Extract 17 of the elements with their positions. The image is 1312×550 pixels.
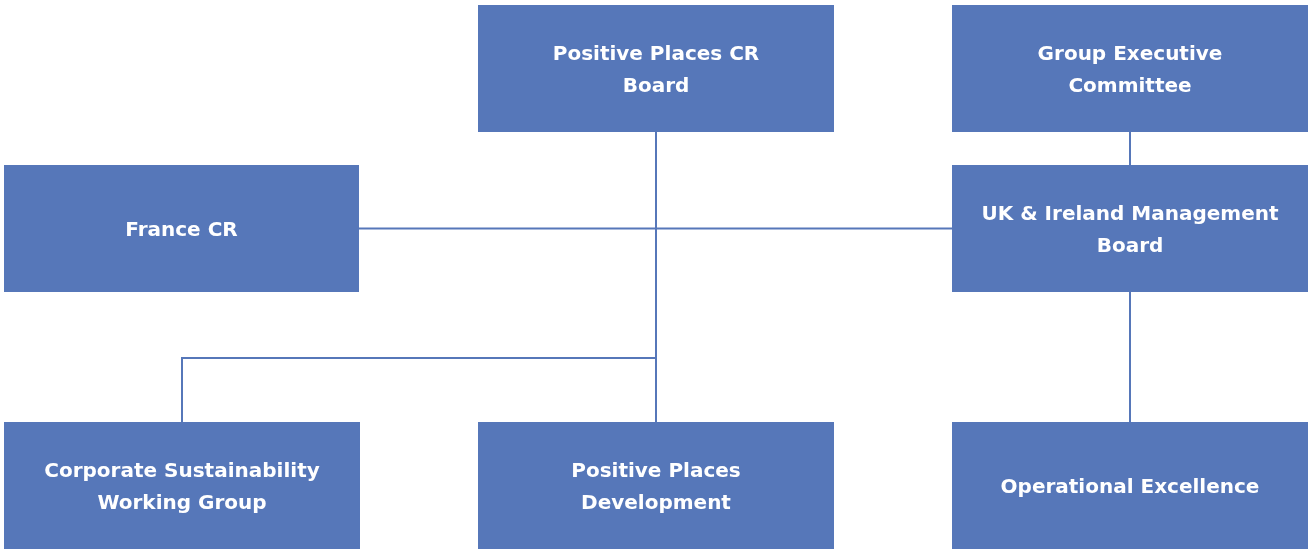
connector-line [1129,291,1131,423]
org-box [952,165,1308,292]
box-label: Positive Places CR Board [551,39,761,99]
org-box [952,5,1308,132]
box-label: France CR [125,215,238,243]
box-label: Corporate Sustainability Working Group [43,456,321,516]
box-label: Group Executive Committee [1036,39,1224,99]
org-box [4,422,360,549]
box-label: Operational Excellence [1000,472,1260,500]
box-label: UK & Ireland Management Board [980,199,1280,259]
connector-line [1129,131,1131,166]
org-box [4,165,359,292]
box-label: Positive Places Development [570,456,742,516]
org-box [478,422,834,549]
connector-line [358,227,953,230]
org-box [952,422,1308,549]
org-box [478,5,834,132]
